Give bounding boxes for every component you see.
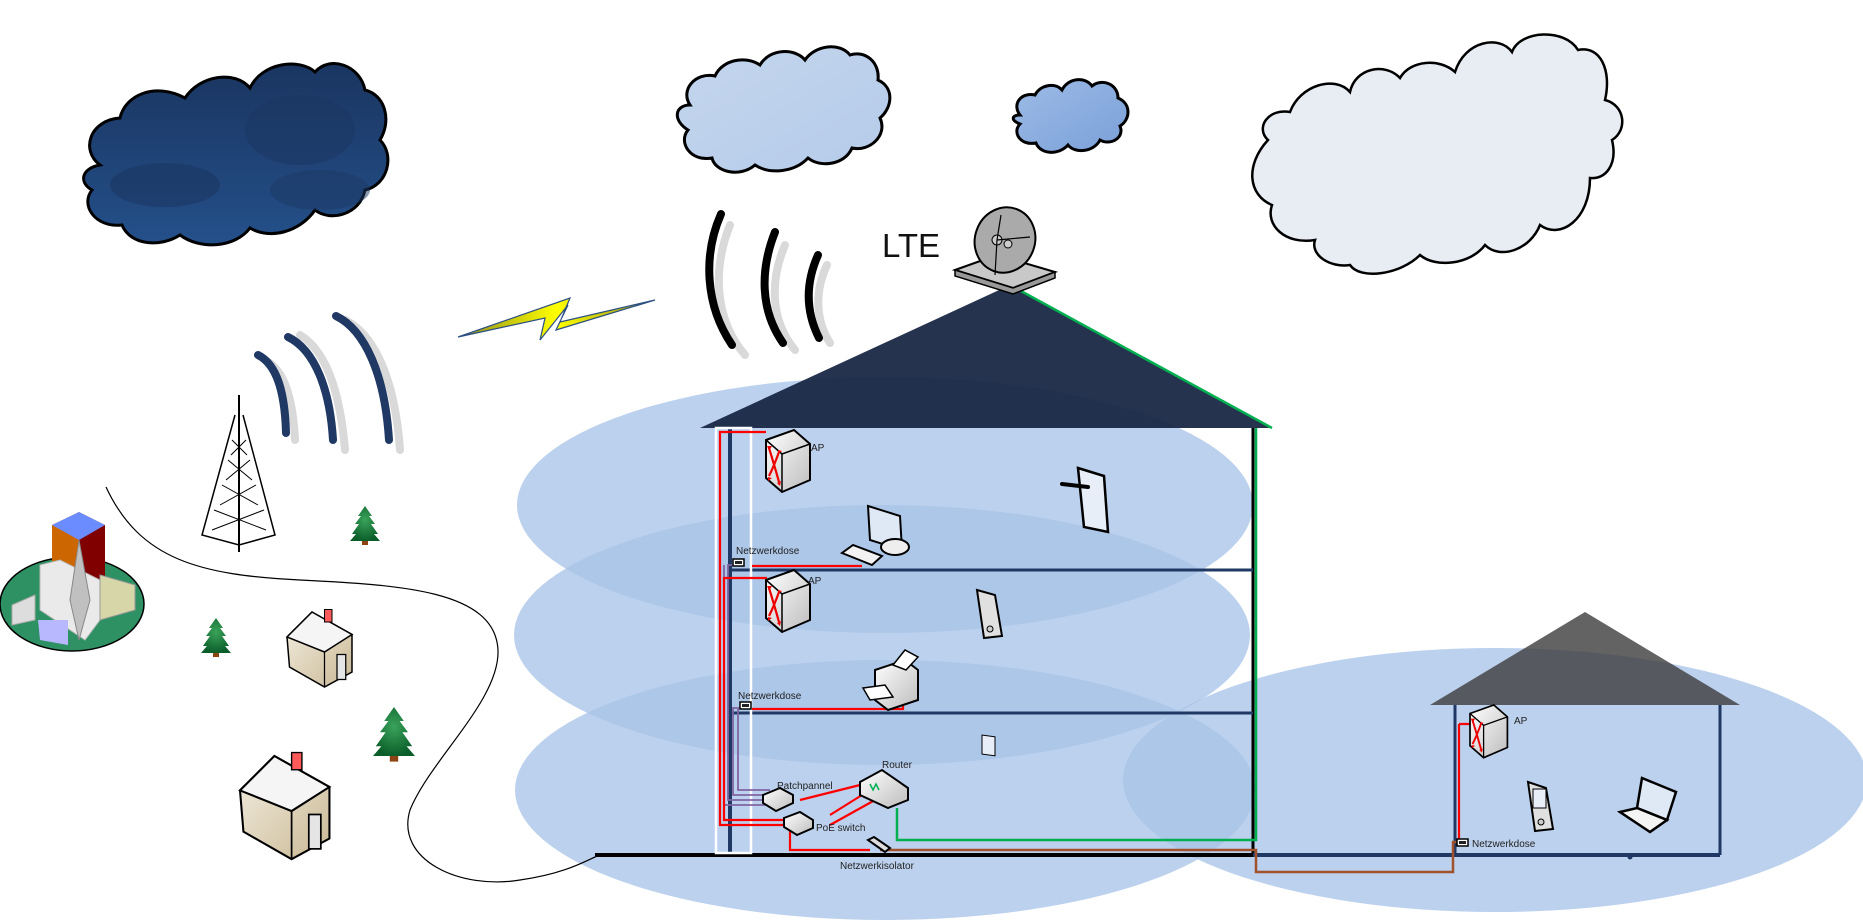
wall-socket-icon — [739, 701, 752, 710]
small-roof — [1430, 612, 1740, 705]
router-label: Router — [882, 760, 913, 771]
tablet-icon — [1060, 466, 1110, 534]
network-isolator-icon — [866, 835, 892, 854]
coax-cable — [880, 840, 1460, 874]
poe-switch-label: PoE switch — [816, 823, 865, 834]
small-cloud-icon — [1011, 78, 1130, 154]
main-roof — [700, 285, 1272, 428]
pda-icon — [1526, 780, 1555, 833]
radio-waves-icon — [254, 312, 404, 454]
access-point-icon — [764, 568, 812, 634]
house-icon — [238, 608, 353, 861]
small-house — [1253, 612, 1740, 860]
storm-cloud-icon — [82, 62, 390, 247]
cable-duct — [714, 426, 753, 855]
lte-waves-icon — [705, 210, 834, 359]
netzwerkdose-top-label: Netzwerkdose — [736, 546, 800, 557]
ap-middle-label: AP — [808, 576, 822, 587]
wall-socket-icon — [732, 558, 745, 567]
lte-cable — [895, 428, 1258, 842]
coverage-small-house — [1123, 648, 1863, 912]
ap-top-label: AP — [811, 443, 825, 454]
ap-small-house-label: AP — [1514, 716, 1528, 727]
main-house — [595, 283, 1273, 857]
light-cloud-icon — [675, 45, 892, 174]
lightning-bolt-icon — [457, 296, 656, 341]
satellite-dish-icon — [951, 206, 1059, 295]
church-village-icon — [0, 512, 145, 652]
desktop-computer-icon — [839, 504, 910, 567]
access-point-icon — [764, 428, 812, 494]
white-cloud-icon — [1251, 33, 1624, 275]
access-point-icon — [1469, 704, 1509, 759]
cell-tower-icon — [201, 395, 276, 552]
wall-socket-icon — [1456, 838, 1469, 847]
netzwerkdose-middle-label: Netzwerkdose — [738, 691, 802, 702]
pda-icon — [975, 588, 1004, 757]
ground-cable — [105, 486, 601, 883]
lte-label: LTE — [882, 227, 940, 264]
netzwerkdose-small-house-label: Netzwerkdose — [1472, 839, 1536, 850]
patch-panel-icon — [762, 786, 794, 813]
laptop-icon — [1616, 776, 1678, 834]
patchpannel-label: Patchpannel — [777, 781, 833, 792]
router-icon — [859, 768, 909, 810]
printer-icon — [861, 649, 920, 712]
poe-switch-icon — [783, 810, 814, 837]
netzwerkisolator-label: Netzwerkisolator — [840, 861, 915, 872]
